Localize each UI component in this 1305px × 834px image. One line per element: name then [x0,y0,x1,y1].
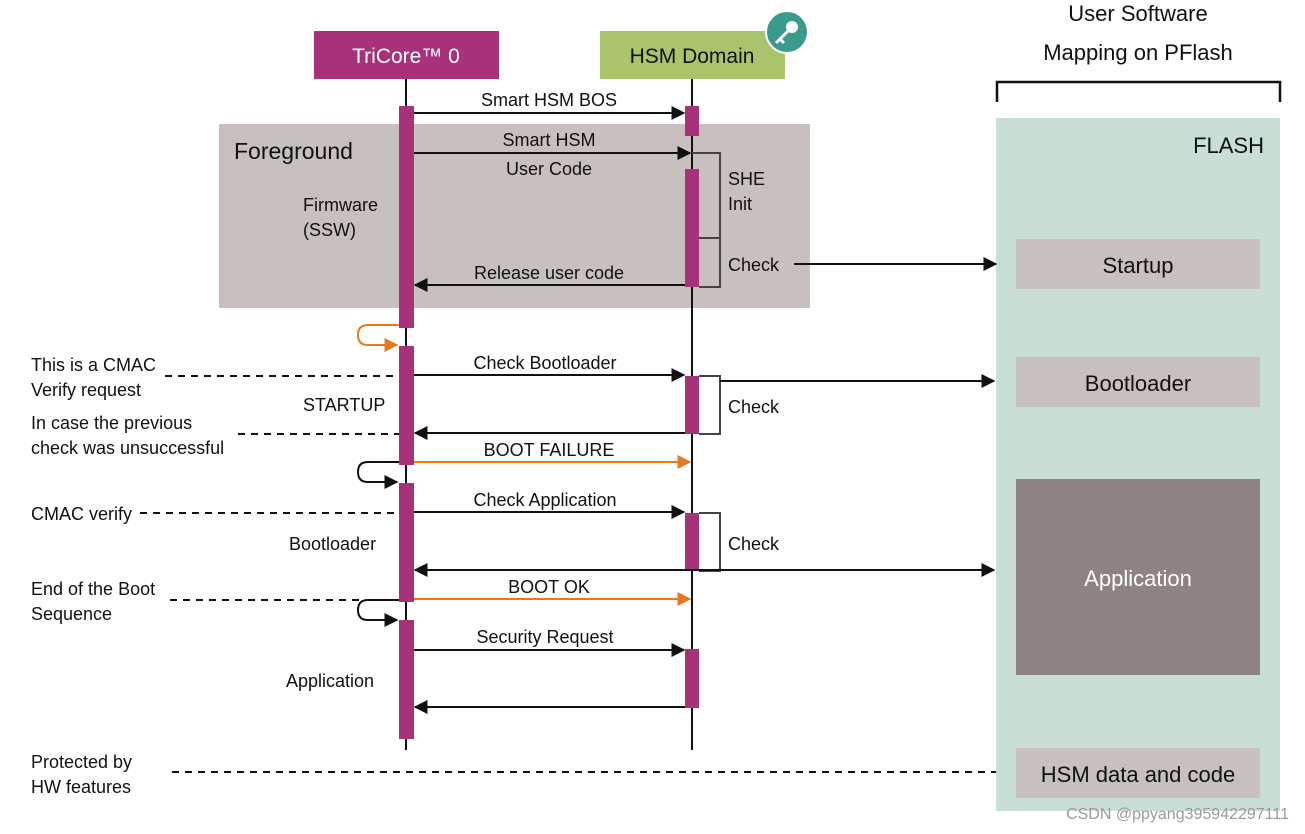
msg-check-bootloader: Check Bootloader [473,353,616,373]
msg-smart-hsm-user-line1: Smart HSM [502,130,595,150]
flash-startup-label: Startup [1103,253,1174,278]
note-prev-check-line1: In case the previous [31,413,192,433]
msg-check-boot: Check [728,397,780,417]
tricore-activation-ssw [399,106,414,328]
hsm-activation-check-app [685,513,699,571]
firmware-label-line2: (SSW) [303,220,356,240]
hsm-activation-bos [685,106,699,136]
tricore-header [314,31,499,79]
msg-she-init-line1: SHE [728,169,765,189]
foreground-label: Foreground [234,138,353,164]
note-prev-check-line2: check was unsuccessful [31,438,224,458]
note-end-boot-line1: End of the Boot [31,579,155,599]
msg-smart-hsm-user-line2: User Code [506,159,592,179]
watermark: CSDN @ppyang395942297111 [1066,806,1289,823]
msg-check-application: Check Application [473,490,616,510]
hsm-activation-check-boot [685,376,699,434]
self-loop-bootloader [356,599,399,627]
note-protected-line2: HW features [31,777,131,797]
mapping-bracket [995,80,1282,102]
msg-smart-hsm-bos: Smart HSM BOS [481,90,617,110]
note-cmac-request-line1: This is a CMAC [31,355,156,375]
tricore-activation-bootloader [399,483,414,602]
msg-check-startup: Check [728,255,780,275]
msg-she-init-line2: Init [728,194,752,214]
msg-boot-ok: BOOT OK [508,577,590,597]
msg-security-request: Security Request [476,627,613,647]
mapping-title-line2: Mapping on PFlash [1043,40,1233,65]
she-init-bracket [692,152,721,239]
self-loop-startup [356,461,399,489]
note-cmac-verify: CMAC verify [31,504,132,524]
flash-label: FLASH [1193,133,1264,158]
application-phase-label: Application [286,671,374,691]
hsm-activation-security [685,649,699,708]
tricore-activation-application [399,620,414,739]
foreground-region [219,124,810,308]
flash-region [996,118,1280,811]
flash-bootloader-label: Bootloader [1085,371,1191,396]
flash-block-hsm-data [1016,748,1260,798]
check-startup-bracket [699,238,721,288]
msg-release-user-code: Release user code [474,263,624,283]
flash-block-bootloader [1016,357,1260,407]
hsm-header [600,31,785,79]
note-end-boot-line2: Sequence [31,604,112,624]
key-icon [765,10,809,54]
msg-check-app: Check [728,534,780,554]
hsm-header-label: HSM Domain [630,45,755,68]
tricore-activation-startup [399,346,414,465]
startup-phase-label: STARTUP [303,395,385,415]
check-boot-bracket [699,375,721,435]
mapping-title-line1: User Software [1068,1,1207,26]
hsm-activation-usercode [685,169,699,287]
self-loop-orange [356,324,399,352]
note-protected-line1: Protected by [31,752,132,772]
bootloader-phase-label: Bootloader [289,534,376,554]
flash-block-application [1016,479,1260,675]
note-cmac-request-line2: Verify request [31,380,141,400]
msg-boot-failure: BOOT FAILURE [484,440,615,460]
tricore-header-label: TriCore™ 0 [352,45,460,68]
check-app-bracket [699,512,721,572]
flash-application-label: Application [1084,566,1192,591]
flash-hsm-data-label: HSM data and code [1041,762,1235,787]
firmware-label-line1: Firmware [303,195,378,215]
flash-block-startup [1016,239,1260,289]
